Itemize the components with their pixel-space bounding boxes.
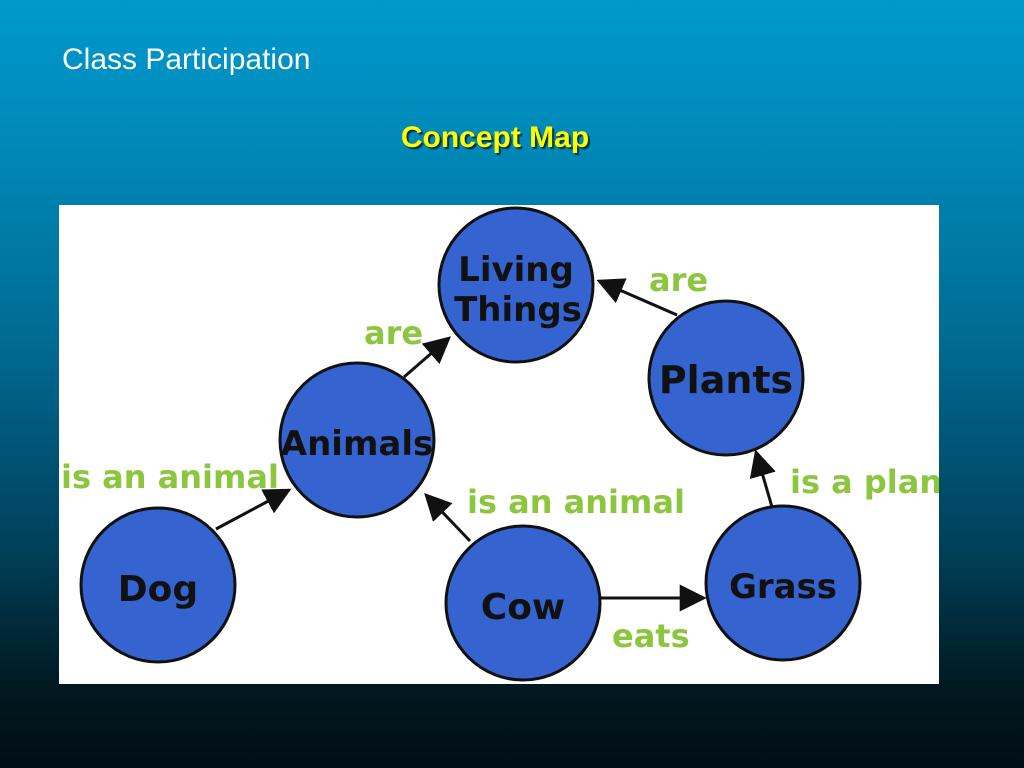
edge-grass-plants xyxy=(749,449,776,508)
edge-animals-living xyxy=(403,336,452,379)
node-cow-label: Cow xyxy=(481,587,565,628)
edge-label-cow-animals: is an animal xyxy=(467,483,685,521)
node-cow: Cow xyxy=(444,524,602,682)
concept-map-diagram: Living Things Plants Animals Dog Cow Gra… xyxy=(61,206,939,682)
slide-title: Class Participation xyxy=(62,43,311,76)
node-dog: Dog xyxy=(79,506,237,664)
concept-map-panel: Living Things Plants Animals Dog Cow Gra… xyxy=(59,205,939,684)
node-plants-label: Plants xyxy=(659,358,793,402)
edge-label-plants-living: are xyxy=(649,261,708,299)
node-animals: Animals xyxy=(278,361,436,519)
slide-subtitle: Concept Map xyxy=(400,121,590,154)
edge-label-dog-animals: is an animal xyxy=(61,458,279,496)
node-living-things: Living Things xyxy=(437,206,595,364)
node-living-things-line2: Things xyxy=(454,290,582,330)
edge-label-cow-grass: eats xyxy=(612,617,690,655)
edge-label-grass-plants: is a plant xyxy=(790,463,939,501)
node-grass-label: Grass xyxy=(729,567,837,607)
edge-plants-living xyxy=(596,278,678,317)
node-dog-label: Dog xyxy=(118,569,198,610)
node-living-things-line1: Living xyxy=(458,250,574,290)
node-animals-label: Animals xyxy=(281,424,433,464)
edge-cow-animals xyxy=(424,493,472,543)
edge-dog-animals xyxy=(215,488,292,531)
edge-label-animals-living: are xyxy=(364,314,423,352)
node-plants: Plants xyxy=(647,299,805,457)
node-grass: Grass xyxy=(704,504,862,662)
